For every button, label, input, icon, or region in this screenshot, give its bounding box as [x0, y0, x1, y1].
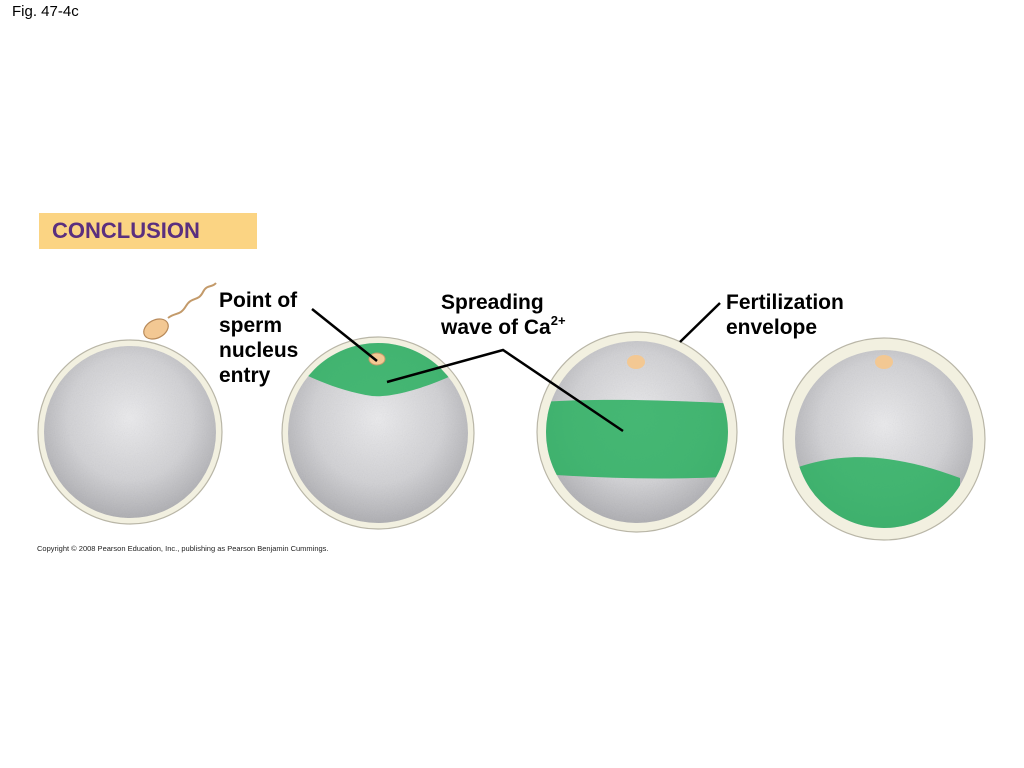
label-point-of-entry: Point of sperm nucleus entry	[219, 289, 299, 387]
sperm	[143, 282, 217, 340]
figure-label: Fig. 47-4c	[12, 3, 79, 20]
copyright-notice: Copyright © 2008 Pearson Education, Inc.…	[37, 544, 329, 553]
egg-sperm-entry	[281, 336, 475, 530]
sperm-nucleus-entry-point	[368, 352, 386, 366]
calcium-wave-middle	[546, 399, 728, 479]
label-fertilization-envelope: Fertilization envelope	[726, 291, 844, 339]
leader-lines	[311, 302, 721, 433]
egg-wave-spreading	[536, 331, 738, 533]
conclusion-banner: CONCLUSION	[39, 213, 257, 249]
label-spreading-wave: Spreading wave of Ca2+	[441, 291, 566, 339]
egg-wave-complete	[782, 337, 986, 541]
egg-unfertilized	[37, 339, 223, 525]
